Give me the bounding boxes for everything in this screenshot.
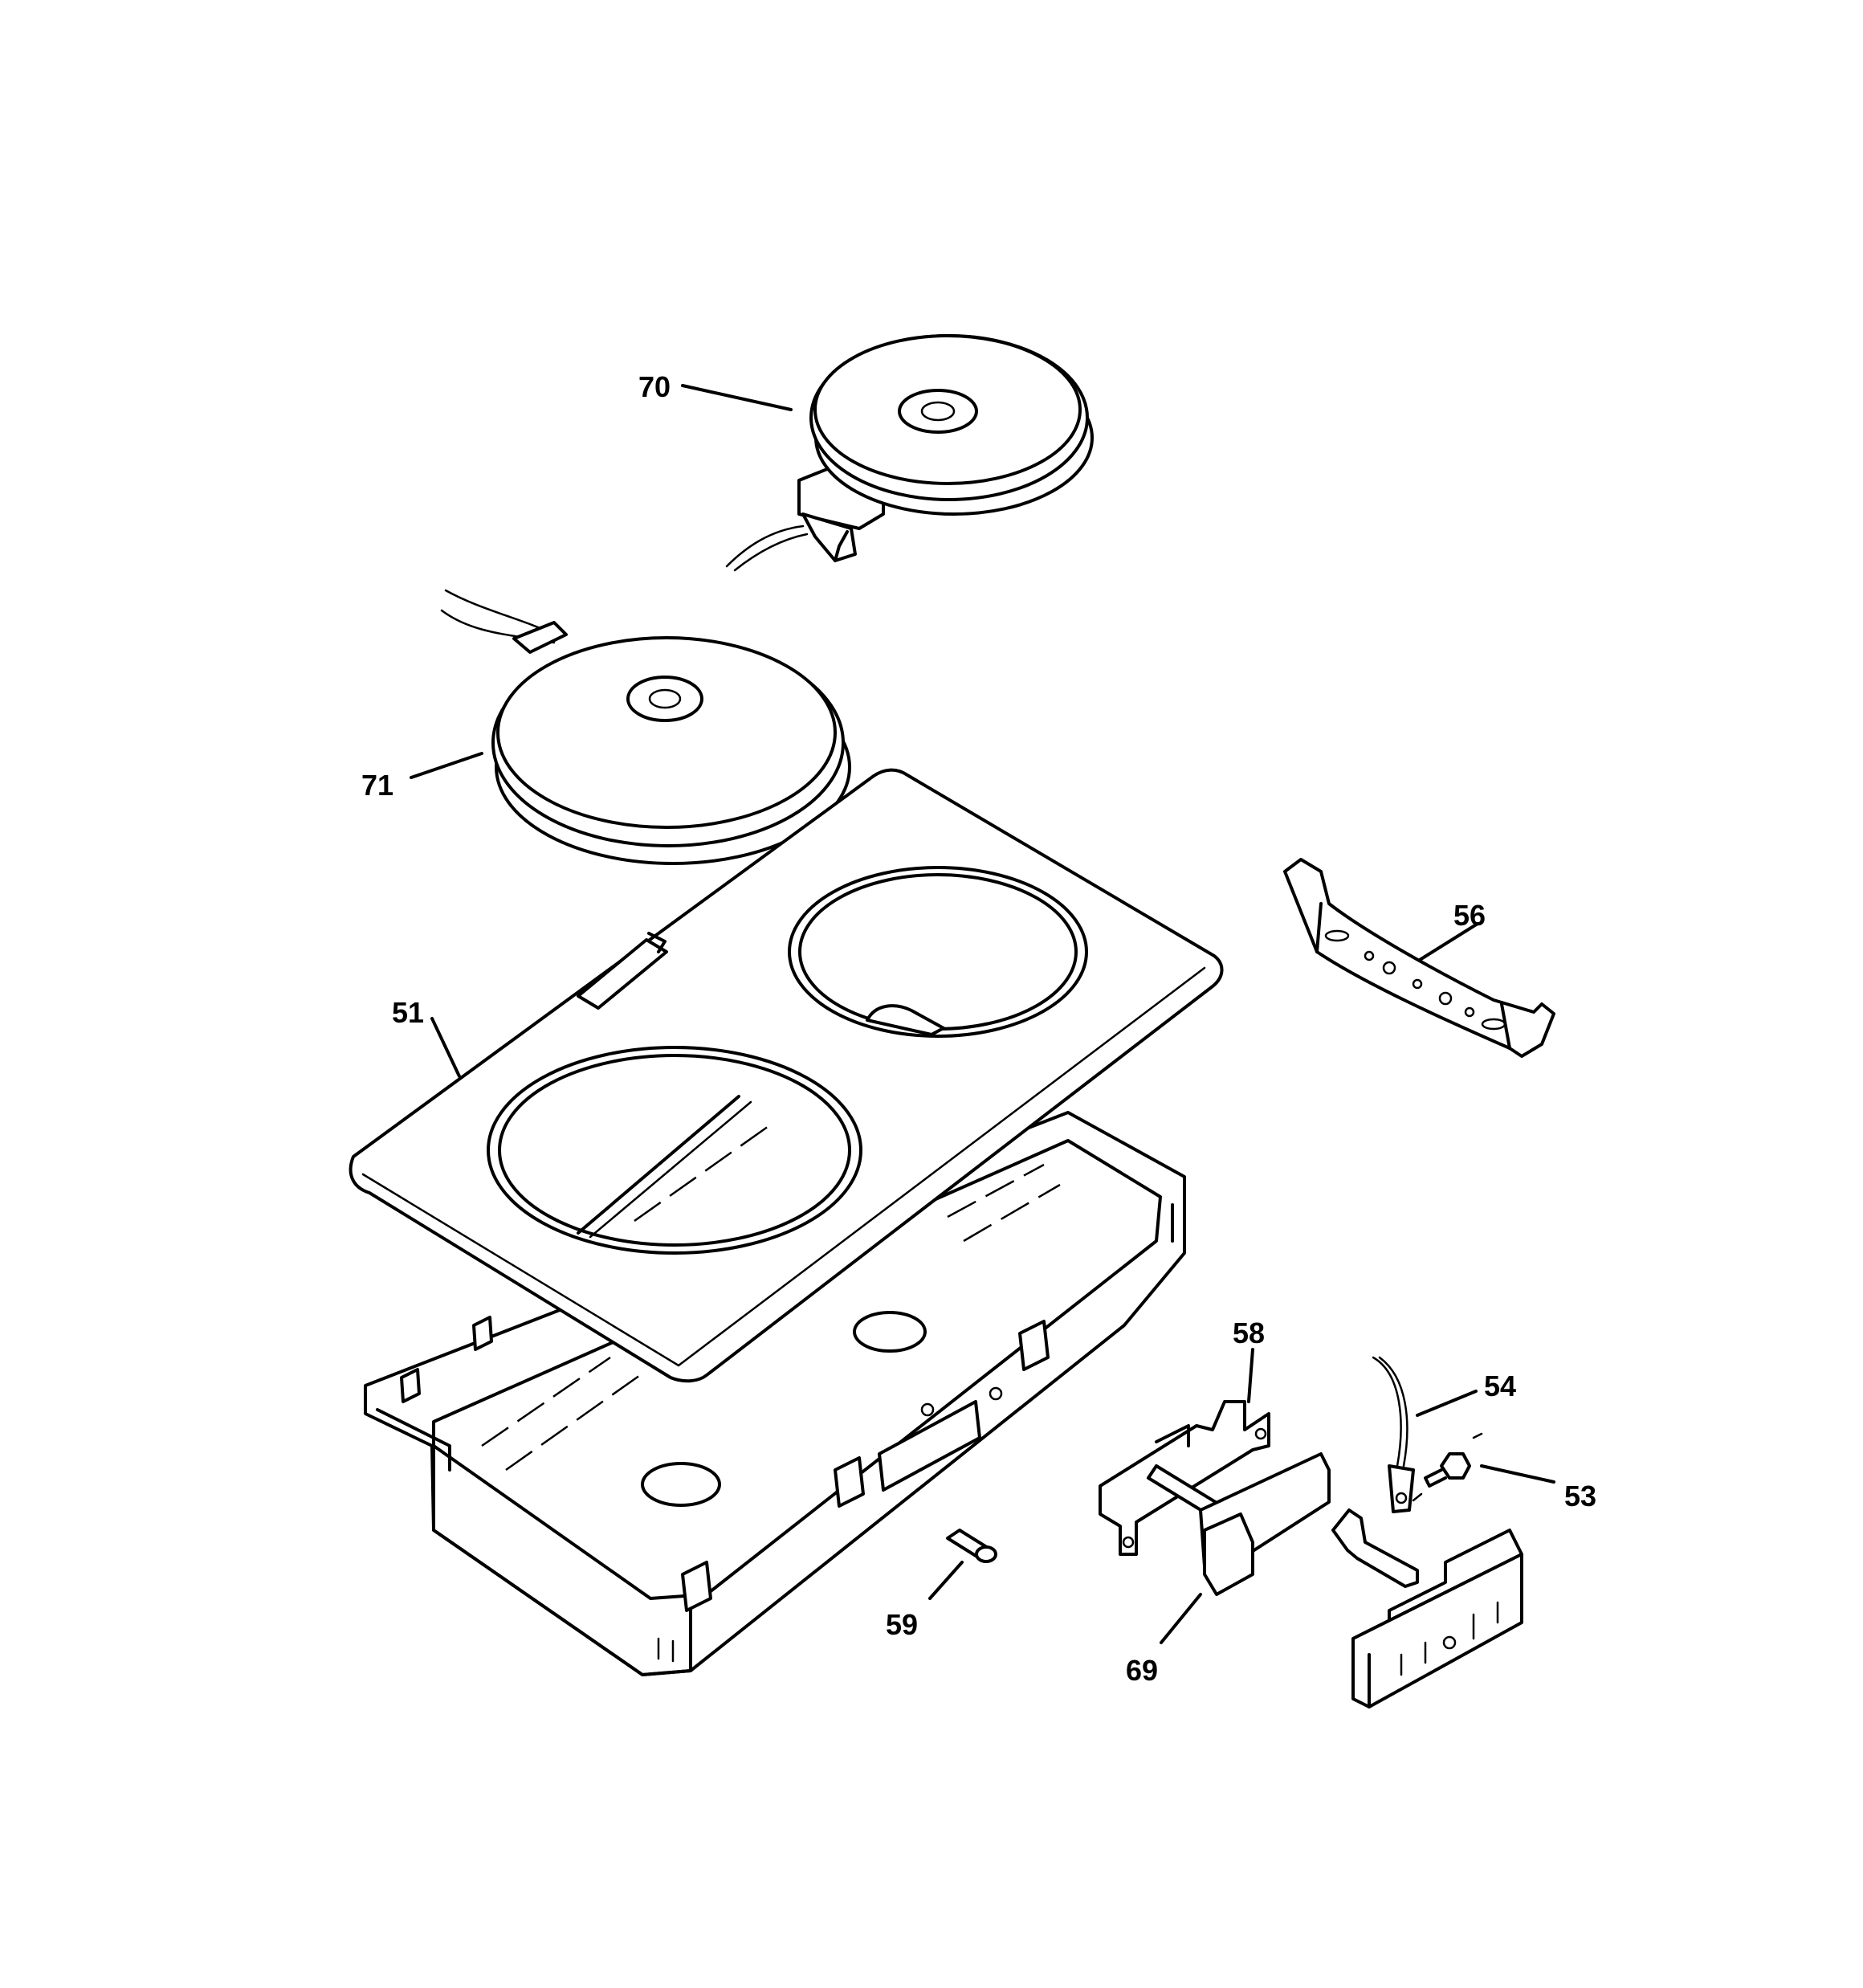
part-label-59: 59	[886, 1608, 918, 1641]
burner-box	[364, 1111, 1186, 1676]
screw-59	[946, 1529, 997, 1563]
part-label-56: 56	[1453, 899, 1486, 932]
leader-lines	[410, 384, 1555, 1644]
insulator-69	[1199, 1452, 1331, 1596]
part-label-69: 69	[1126, 1654, 1158, 1687]
part-label-51: 51	[392, 996, 424, 1029]
part-label-70: 70	[638, 370, 671, 403]
ground-wire-54	[1372, 1356, 1415, 1513]
part-label-53: 53	[1564, 1480, 1596, 1512]
part-label-54: 54	[1484, 1370, 1516, 1402]
burner-70	[725, 334, 1094, 572]
screw-53	[1412, 1432, 1483, 1502]
bracket-56	[1283, 858, 1555, 1058]
burner-71	[440, 589, 851, 865]
part-label-71: 71	[361, 769, 393, 802]
terminal-block	[1331, 1508, 1523, 1708]
part-label-58: 58	[1233, 1316, 1265, 1349]
cooktop-51	[349, 768, 1224, 1383]
